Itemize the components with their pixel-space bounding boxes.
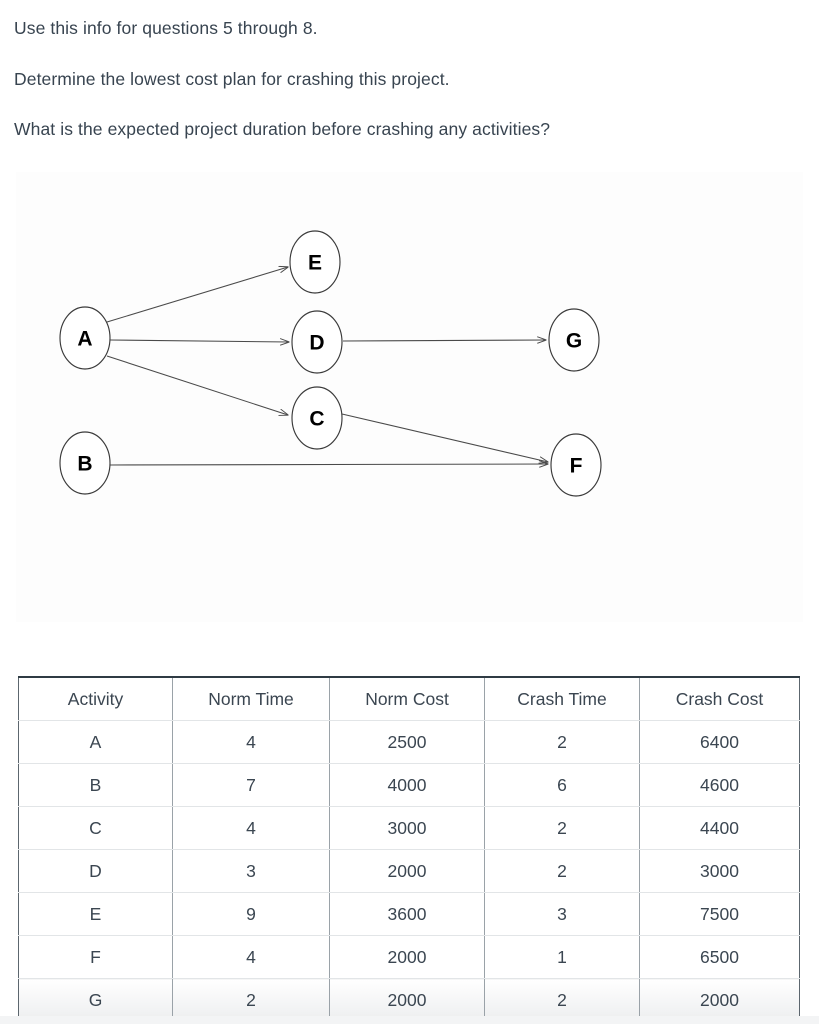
diagram-canvas: A B E D C G F bbox=[59, 230, 602, 497]
question-prompt-block: Use this info for questions 5 through 8.… bbox=[0, 0, 819, 142]
cell-crash-time: 2 bbox=[484, 806, 640, 850]
node-c-label: C bbox=[309, 408, 324, 431]
activity-network-diagram: A B E D C G F bbox=[16, 172, 803, 622]
node-b-label: B bbox=[77, 453, 92, 476]
table-row: B 7 4000 6 4600 bbox=[18, 763, 800, 807]
cell-norm-cost: 2000 bbox=[329, 935, 485, 979]
cell-activity: G bbox=[18, 978, 173, 1022]
cell-crash-cost: 4600 bbox=[639, 763, 800, 807]
cell-crash-cost: 6400 bbox=[639, 720, 800, 764]
node-d-ellipse bbox=[291, 310, 343, 374]
prompt-line-3: What is the expected project duration be… bbox=[14, 119, 551, 140]
column-header-crash-time: Crash Time bbox=[484, 677, 640, 721]
diagram-nodes: A B E D C G F bbox=[59, 230, 602, 497]
cell-crash-cost: 4400 bbox=[639, 806, 800, 850]
table-row: E 9 3600 3 7500 bbox=[18, 892, 800, 936]
cell-norm-cost: 3000 bbox=[329, 806, 485, 850]
node-c-ellipse bbox=[291, 386, 343, 450]
edge-a-to-c bbox=[106, 355, 288, 415]
column-header-norm-cost: Norm Cost bbox=[329, 677, 485, 721]
crash-cost-table: Activity Norm Time Norm Cost Crash Time … bbox=[18, 676, 800, 1023]
node-g: G bbox=[548, 308, 600, 372]
cell-crash-time: 1 bbox=[484, 935, 640, 979]
table-row: C 4 3000 2 4400 bbox=[18, 806, 800, 850]
node-f-ellipse bbox=[550, 433, 602, 497]
cell-crash-time: 3 bbox=[484, 892, 640, 936]
cell-crash-time: 2 bbox=[484, 720, 640, 764]
cell-norm-cost: 2500 bbox=[329, 720, 485, 764]
edge-a-to-d bbox=[109, 340, 289, 342]
table-row: G 2 2000 2 2000 bbox=[18, 978, 800, 1022]
column-header-crash-cost: Crash Cost bbox=[639, 677, 800, 721]
crash-cost-table-wrapper: Activity Norm Time Norm Cost Crash Time … bbox=[18, 676, 800, 1023]
table-row: F 4 2000 1 6500 bbox=[18, 935, 800, 979]
cell-crash-time: 2 bbox=[484, 978, 640, 1022]
page-bottom-strip bbox=[0, 1016, 819, 1024]
cell-norm-time: 7 bbox=[172, 763, 330, 807]
node-c: C bbox=[291, 386, 343, 450]
cell-activity: D bbox=[18, 849, 173, 893]
table-row: A 4 2500 2 6400 bbox=[18, 720, 800, 764]
node-d-label: D bbox=[309, 332, 324, 355]
cell-activity: B bbox=[18, 763, 173, 807]
cell-norm-cost: 2000 bbox=[329, 978, 485, 1022]
table-body: A 4 2500 2 6400 B 7 4000 6 4600 C 4 3000… bbox=[18, 720, 800, 1022]
edge-c-to-f bbox=[341, 413, 548, 462]
node-d: D bbox=[291, 310, 343, 374]
node-g-ellipse bbox=[548, 308, 600, 372]
prompt-line-2: Determine the lowest cost plan for crash… bbox=[14, 68, 450, 89]
column-header-norm-time: Norm Time bbox=[172, 677, 330, 721]
node-b: B bbox=[59, 431, 111, 495]
node-f: F bbox=[550, 433, 602, 497]
cell-crash-cost: 2000 bbox=[639, 978, 800, 1022]
cell-crash-time: 2 bbox=[484, 849, 640, 893]
node-a-label: A bbox=[77, 328, 92, 351]
cell-norm-time: 4 bbox=[172, 806, 330, 850]
cell-norm-cost: 3600 bbox=[329, 892, 485, 936]
cell-norm-time: 9 bbox=[172, 892, 330, 936]
edge-b-to-f bbox=[109, 464, 548, 465]
cell-crash-cost: 6500 bbox=[639, 935, 800, 979]
cell-activity: F bbox=[18, 935, 173, 979]
node-g-label: G bbox=[566, 330, 582, 353]
node-e-label: E bbox=[308, 252, 322, 275]
cell-activity: E bbox=[18, 892, 173, 936]
edge-d-to-g bbox=[342, 340, 546, 341]
node-f-label: F bbox=[570, 455, 583, 478]
node-a-ellipse bbox=[59, 306, 111, 370]
cell-norm-time: 2 bbox=[172, 978, 330, 1022]
cell-norm-time: 3 bbox=[172, 849, 330, 893]
cell-activity: A bbox=[18, 720, 173, 764]
prompt-line-1: Use this info for questions 5 through 8. bbox=[14, 18, 318, 38]
cell-norm-cost: 4000 bbox=[329, 763, 485, 807]
diagram-edges bbox=[106, 267, 548, 465]
node-e-ellipse bbox=[289, 230, 341, 294]
table-row: D 3 2000 2 3000 bbox=[18, 849, 800, 893]
table-header-row: Activity Norm Time Norm Cost Crash Time … bbox=[18, 677, 800, 721]
cell-crash-time: 6 bbox=[484, 763, 640, 807]
cell-norm-cost: 2000 bbox=[329, 849, 485, 893]
node-a: A bbox=[59, 306, 111, 370]
cell-crash-cost: 3000 bbox=[639, 849, 800, 893]
node-e: E bbox=[289, 230, 341, 294]
cell-crash-cost: 7500 bbox=[639, 892, 800, 936]
node-b-ellipse bbox=[59, 431, 111, 495]
cell-activity: C bbox=[18, 806, 173, 850]
cell-norm-time: 4 bbox=[172, 720, 330, 764]
column-header-activity: Activity bbox=[18, 677, 173, 721]
cell-norm-time: 4 bbox=[172, 935, 330, 979]
edge-a-to-e bbox=[106, 267, 288, 323]
